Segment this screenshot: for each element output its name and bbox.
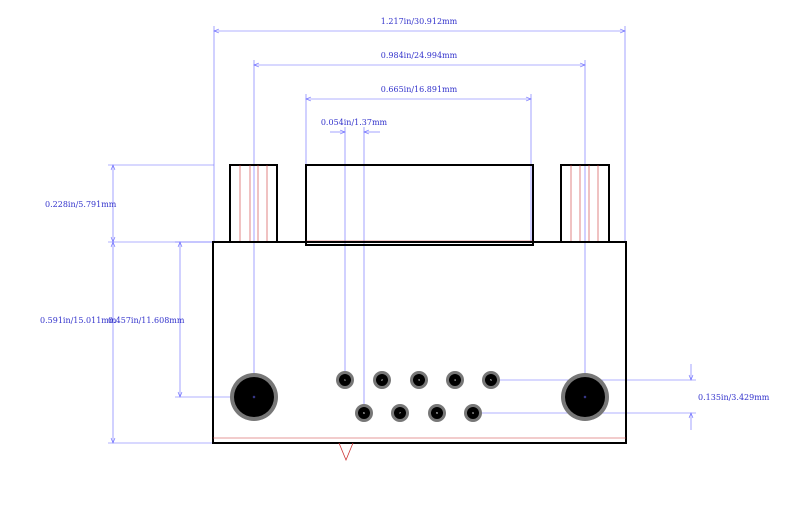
pin-label: 9 bbox=[472, 411, 474, 415]
pin-bottom-7: 7 bbox=[391, 404, 409, 422]
pin-label: 2 bbox=[381, 378, 383, 382]
pin-top-2: 2 bbox=[373, 371, 391, 389]
pin-bottom-9: 9 bbox=[464, 404, 482, 422]
pin-label: 8 bbox=[436, 411, 438, 415]
dim-label-shell-height: 0.228in/5.791mm bbox=[45, 200, 117, 209]
dimension-arrows bbox=[110, 28, 694, 444]
dim-label-pin-pitch: 0.054in/1.37mm bbox=[321, 118, 388, 127]
dim-label-body-height: 0.591in/15.011mm bbox=[40, 316, 117, 325]
pin-top-4: 4 bbox=[446, 371, 464, 389]
dim-label-mount-hole-spacing: 0.984in/24.994mm bbox=[381, 51, 458, 60]
mounting-hole-left bbox=[230, 373, 278, 421]
dim-label-row-spacing: 0.135in/3.429mm bbox=[698, 393, 770, 402]
dim-label-overall-width: 1.217in/30.912mm bbox=[381, 17, 458, 26]
pin-top-3: 3 bbox=[410, 371, 428, 389]
dim-label-shell-width: 0.665in/16.891mm bbox=[381, 85, 458, 94]
connector-outline bbox=[212, 164, 627, 462]
pin-label: 7 bbox=[399, 411, 401, 415]
pin-bottom-8: 8 bbox=[428, 404, 446, 422]
pin-bottom-6: 6 bbox=[355, 404, 373, 422]
pin-label: 5 bbox=[490, 378, 492, 382]
pin-label: 1 bbox=[344, 378, 346, 382]
dim-label-hole-height: 0.457in/11.608mm bbox=[108, 316, 185, 325]
pin-label: 3 bbox=[418, 378, 420, 382]
pin-top-1: 1 bbox=[336, 371, 354, 389]
mounting-hole-right bbox=[561, 373, 609, 421]
pin-top-5: 5 bbox=[482, 371, 500, 389]
pin-label: 4 bbox=[454, 378, 456, 382]
dimension-lines bbox=[108, 26, 696, 444]
pin-label: 6 bbox=[363, 411, 365, 415]
